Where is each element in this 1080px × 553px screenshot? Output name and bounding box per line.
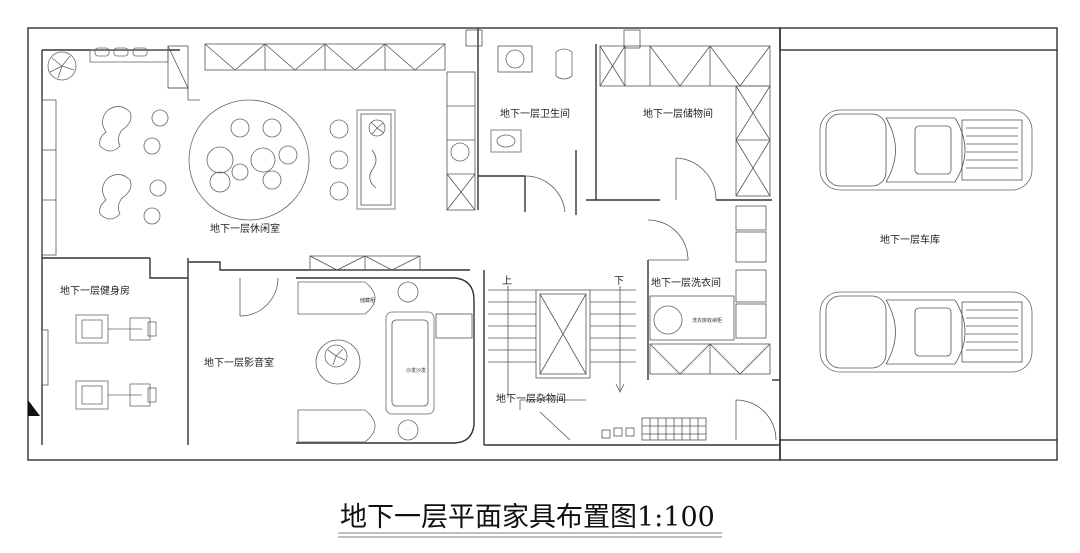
gym-room: 地下一层健身房	[41, 278, 189, 445]
plan-title: 地下一层平面家具布置图1:100	[340, 502, 715, 533]
laundry-room: 洗衣房收纳柜 地下一层洗衣间	[647, 205, 771, 380]
stair-label-down: 下	[614, 276, 624, 287]
bathroom: 地下一层卫生间	[465, 28, 577, 215]
bar-sign: 储藏柜	[360, 297, 375, 304]
gym-equipment	[75, 380, 157, 410]
sofa	[385, 311, 435, 415]
lounge-chair	[99, 174, 132, 220]
garage: 地下一层车库	[779, 28, 1033, 460]
room-label-storage: 地下一层储物间	[643, 107, 713, 120]
room-label-leisure: 地下一层休闲室	[210, 222, 280, 235]
laundry-cabinet-sign: 洗衣房收纳柜	[692, 317, 722, 324]
room-label-garage: 地下一层车库	[880, 233, 940, 246]
washer	[653, 305, 683, 335]
drawing-title: 地下一层平面家具布置图1:100	[338, 502, 722, 538]
room-label-theater: 地下一层影音室	[204, 356, 274, 369]
bar-table	[356, 109, 396, 210]
toilet	[555, 48, 573, 80]
room-label-bathroom: 地下一层卫生间	[500, 107, 570, 120]
staircase: 上 下 地下一层杂物间	[483, 270, 780, 446]
room-label-utility: 地下一层杂物间	[496, 392, 566, 405]
theater-room: 沙发沙发 储藏柜 地下一层影音室	[204, 255, 475, 444]
lounge-chair	[99, 106, 132, 152]
plant-icon	[324, 344, 348, 368]
sofa-sign: 沙发沙发	[406, 367, 426, 374]
plant-icon	[368, 119, 386, 137]
car-icon	[819, 291, 1033, 373]
room-label-laundry: 地下一层洗衣间	[651, 276, 721, 289]
storage-room: 地下一层储物间	[586, 29, 772, 201]
stair-label-up: 上	[502, 275, 512, 287]
car-icon	[819, 109, 1033, 191]
north-arrow-mark	[28, 400, 40, 416]
round-table	[188, 99, 310, 221]
leisure-room: 地下一层休闲室	[41, 43, 476, 279]
gym-equipment	[75, 314, 157, 344]
room-label-gym: 地下一层健身房	[60, 284, 130, 297]
plant-icon	[47, 51, 77, 81]
